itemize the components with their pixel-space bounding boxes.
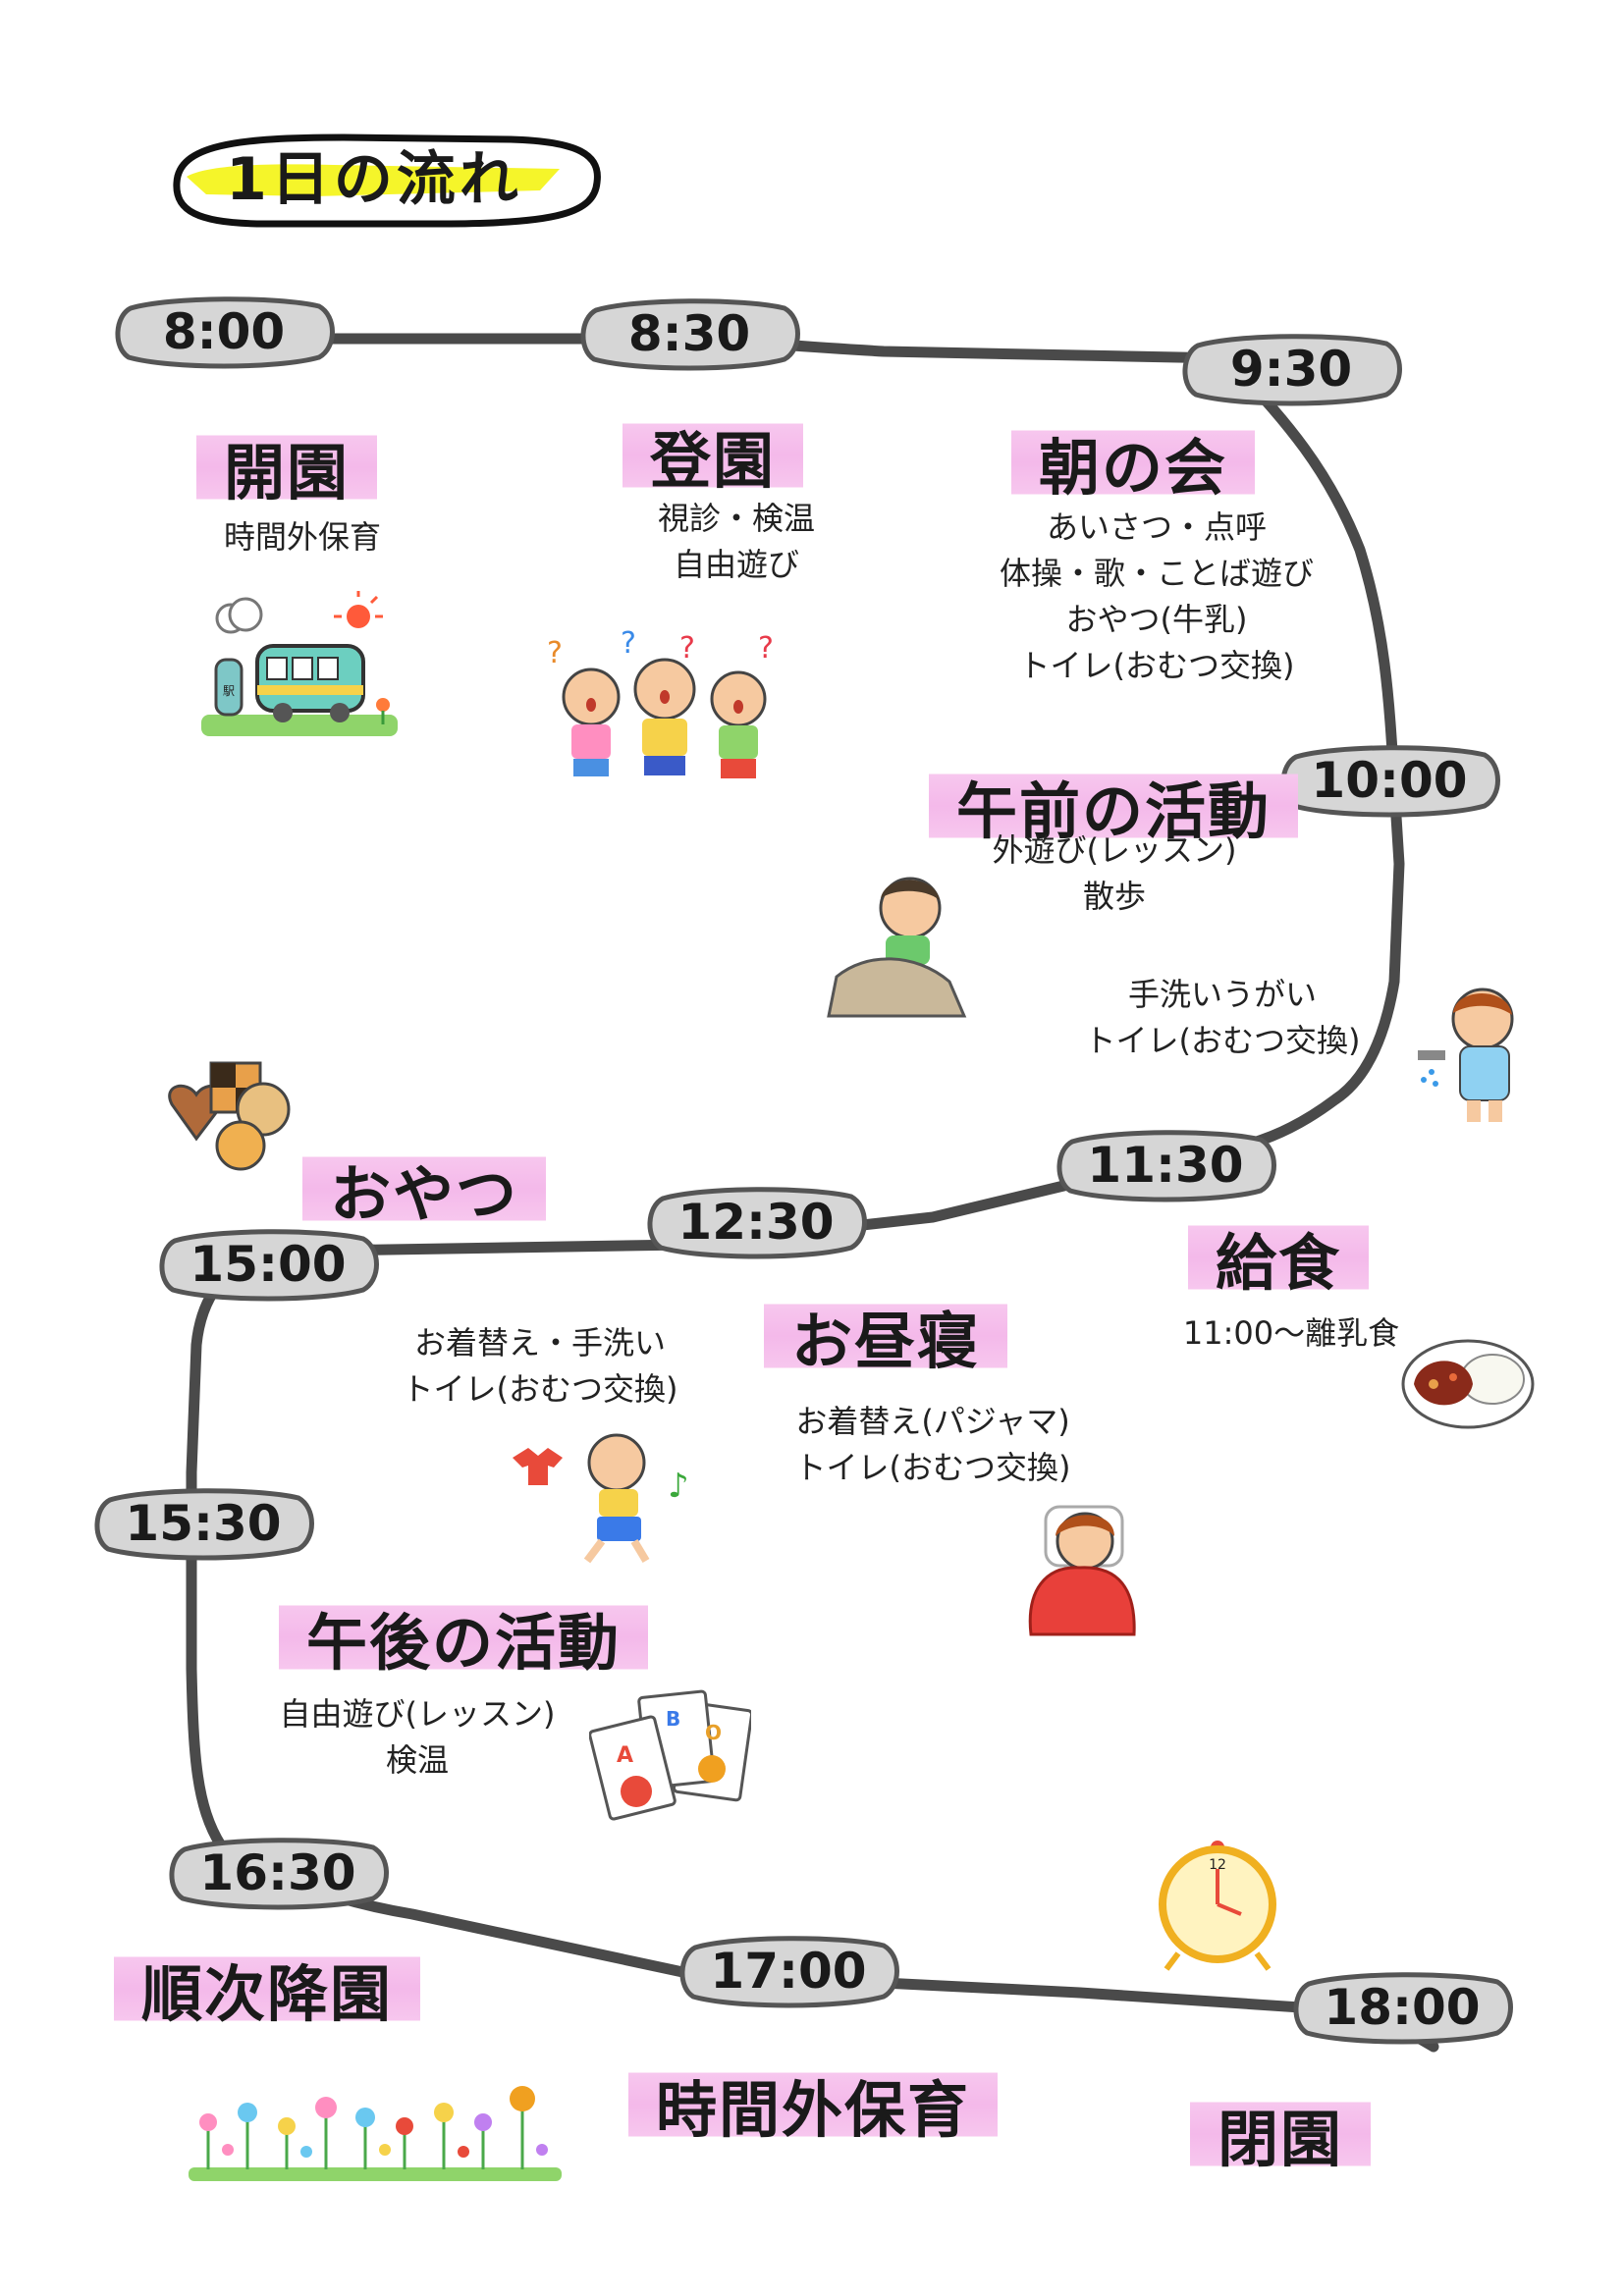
time-bubble: 8:00 bbox=[111, 293, 337, 371]
cookies-icon bbox=[168, 1061, 291, 1171]
heading-nap: お昼寝 bbox=[764, 1286, 1008, 1386]
heading-lunch: 給食 bbox=[1188, 1207, 1370, 1308]
heading-arrival: 登園 bbox=[623, 405, 804, 506]
heading-afternoon-activity: 午後の活動 bbox=[279, 1587, 649, 1687]
time-bubble: 12:30 bbox=[643, 1183, 869, 1261]
card-letter: A bbox=[617, 1743, 633, 1768]
time-bubble: 17:00 bbox=[676, 1932, 901, 2010]
desc-line: お着替え・手洗い bbox=[413, 1324, 666, 1362]
time-bubble: 9:30 bbox=[1178, 330, 1404, 408]
time-label: 9:30 bbox=[1229, 341, 1353, 398]
heading-pickup: 順次降園 bbox=[114, 1939, 421, 2039]
bus-icon: 駅 bbox=[201, 591, 398, 736]
desc-morning-meeting: あいさつ・点呼 体操・歌・ことば遊び おやつ(牛乳) トイレ(おむつ交換) bbox=[950, 505, 1363, 689]
time-label: 11:30 bbox=[1087, 1137, 1244, 1194]
heading-close: 閉園 bbox=[1190, 2084, 1372, 2184]
sleeping-girl-icon bbox=[1028, 1505, 1136, 1636]
desc-lunch: 11:00～離乳食 bbox=[1159, 1310, 1424, 1357]
desc-line: 11:00～離乳食 bbox=[1182, 1314, 1400, 1352]
card-letter: O bbox=[705, 1721, 722, 1744]
time-bubble: 18:00 bbox=[1289, 1968, 1515, 2047]
station-sign: 駅 bbox=[223, 684, 235, 698]
desc-arrival: 視診・検温 自由遊び bbox=[589, 496, 884, 588]
desc-line: 視診・検温 bbox=[657, 500, 815, 537]
time-bubble: 10:00 bbox=[1276, 741, 1502, 820]
desc-line: 手洗いうがい bbox=[1127, 976, 1317, 1013]
handwash-boy-icon bbox=[1418, 988, 1514, 1122]
desc-open: 時間外保育 bbox=[155, 514, 450, 561]
desc-afternoon-activity: 自由遊び(レッスン) 検温 bbox=[260, 1691, 574, 1784]
curry-icon bbox=[1401, 1339, 1535, 1429]
singing-kids-icon: ? ? ? ? bbox=[547, 628, 774, 778]
desc-line: 検温 bbox=[385, 1741, 449, 1779]
heading-morning-meeting: 朝の会 bbox=[1011, 412, 1256, 512]
time-bubble: 16:30 bbox=[165, 1834, 391, 1912]
desc-line: トイレ(おむつ交換) bbox=[402, 1370, 678, 1408]
flowers-icon bbox=[189, 2086, 562, 2181]
sandbox-boy-icon bbox=[827, 877, 967, 1018]
time-label: 18:00 bbox=[1324, 1979, 1481, 2036]
time-label: 15:30 bbox=[125, 1495, 282, 1552]
time-label: 16:30 bbox=[199, 1844, 356, 1901]
desc-line: トイレ(おむつ交換) bbox=[794, 1449, 1071, 1486]
time-bubble: 15:30 bbox=[90, 1484, 316, 1563]
desc-line: 時間外保育 bbox=[223, 518, 381, 556]
time-label: 8:00 bbox=[162, 303, 286, 360]
desc-line: おやつ(牛乳) bbox=[1065, 601, 1248, 638]
svg-text:?: ? bbox=[679, 631, 695, 666]
desc-line: あいさつ・点呼 bbox=[1046, 508, 1267, 546]
page-title: 1日の流れ bbox=[226, 145, 522, 214]
time-label: 12:30 bbox=[677, 1194, 835, 1251]
changing-boy-icon: ♪ bbox=[513, 1433, 689, 1564]
desc-wake: お着替え・手洗い トイレ(おむつ交換) bbox=[378, 1320, 702, 1413]
time-bubble: 11:30 bbox=[1053, 1126, 1278, 1204]
desc-line: トイレ(おむつ交換) bbox=[1084, 1022, 1361, 1059]
desc-morning-activity: 外遊び(レッスン) 散歩 bbox=[957, 828, 1272, 920]
time-label: 15:00 bbox=[189, 1236, 347, 1293]
svg-text:12: 12 bbox=[1209, 1857, 1226, 1873]
time-label: 10:00 bbox=[1311, 752, 1468, 809]
alarm-clock-icon: 12 bbox=[1159, 1841, 1276, 1971]
time-label: 8:30 bbox=[627, 305, 751, 362]
svg-text:?: ? bbox=[547, 636, 563, 670]
desc-line: トイレ(おむつ交換) bbox=[1018, 647, 1295, 684]
time-bubble: 8:30 bbox=[576, 294, 802, 373]
heading-open: 開園 bbox=[196, 417, 378, 517]
time-label: 17:00 bbox=[710, 1943, 867, 2000]
heading-snack: おやつ bbox=[302, 1139, 547, 1239]
svg-text:?: ? bbox=[758, 631, 774, 666]
time-bubble: 15:00 bbox=[155, 1225, 381, 1304]
desc-line: 外遊び(レッスン) bbox=[992, 831, 1237, 869]
desc-line: 自由遊び bbox=[673, 546, 799, 583]
svg-text:?: ? bbox=[621, 628, 636, 661]
desc-line: 散歩 bbox=[1082, 878, 1146, 915]
desc-nap: お着替え(パジャマ) トイレ(おむつ交換) bbox=[771, 1399, 1095, 1491]
svg-text:♪: ♪ bbox=[668, 1467, 689, 1506]
desc-line: お着替え(パジャマ) bbox=[795, 1403, 1070, 1440]
desc-line: 自由遊び(レッスン) bbox=[279, 1695, 556, 1733]
heading-extended-care: 時間外保育 bbox=[628, 2055, 999, 2155]
heading-morning-activity: 午前の活動 bbox=[929, 756, 1299, 856]
card-letter: B bbox=[666, 1707, 680, 1731]
letter-cards-icon: A B O bbox=[589, 1689, 751, 1821]
desc-handwash: 手洗いうがい トイレ(おむつ交換) bbox=[1060, 972, 1384, 1064]
desc-line: 体操・歌・ことば遊び bbox=[999, 555, 1314, 592]
title-badge: 1日の流れ bbox=[147, 126, 601, 234]
